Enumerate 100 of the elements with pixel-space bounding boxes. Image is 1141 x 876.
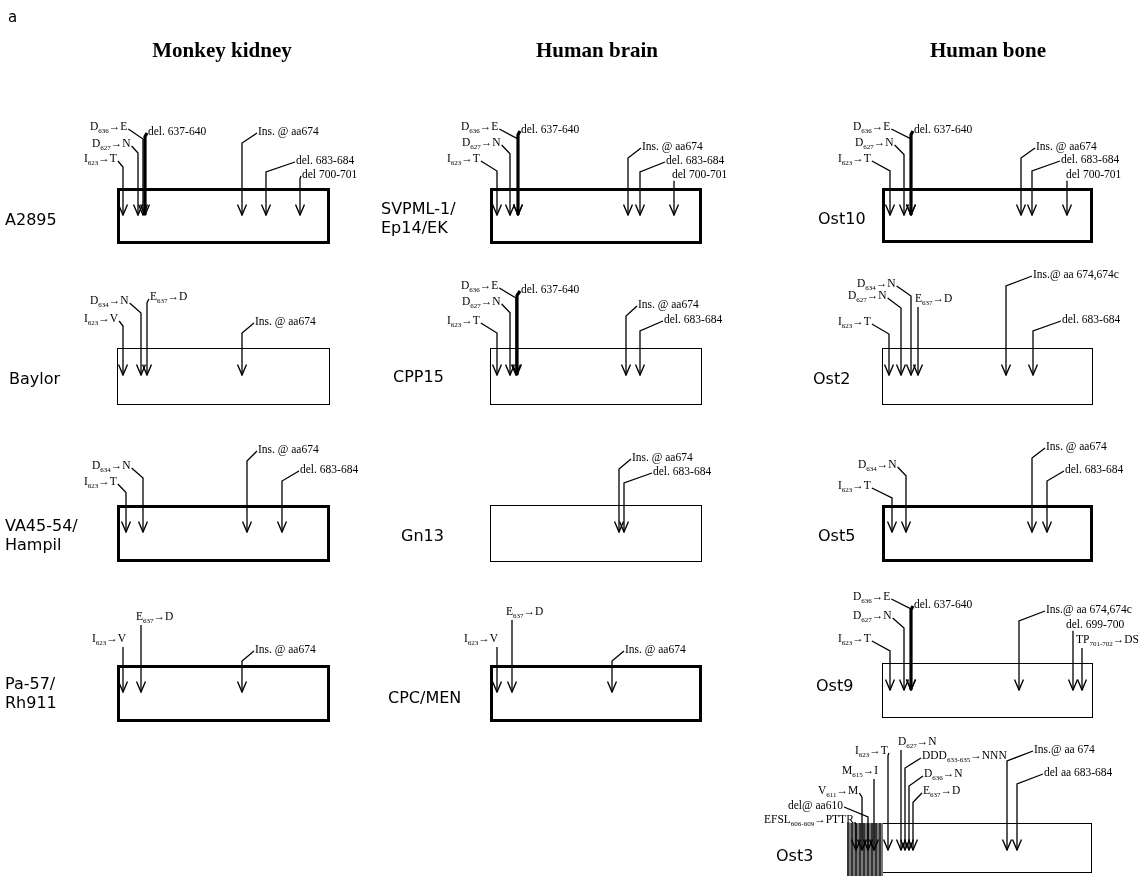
mutation-label: D$_{636}$→E <box>853 591 891 605</box>
leader-arrow <box>1000 275 1033 376</box>
mutation-label: Ins. @ aa674 <box>258 444 319 456</box>
mutation-label: I$_{623}$→T <box>838 316 871 330</box>
mutation-label: del@ aa610 <box>788 800 843 812</box>
column-heading: Monkey kidney <box>152 38 292 63</box>
mutation-label: del. 683-684 <box>1065 464 1124 476</box>
leader-arrow <box>1026 447 1046 533</box>
sample-name: CPC/MEN <box>388 688 462 708</box>
leader-arrow <box>260 161 296 216</box>
mutation-label: D$_{627}$→N <box>462 296 501 310</box>
mutation-label: Ins. @ aa674 <box>632 452 693 464</box>
leader-arrow <box>1001 750 1034 851</box>
mutation-label: Ins.@ aa 674,674c <box>1046 604 1132 616</box>
mutation-label: D$_{634}$→N <box>92 460 131 474</box>
mutation-label: del. 637-640 <box>914 124 973 136</box>
mutation-label: TP$_{701-702}$→DS <box>1076 634 1139 648</box>
leader-arrow <box>887 297 907 376</box>
mutation-label: D$_{627}$→N <box>848 290 887 304</box>
mutation-label: I$_{623}$→V <box>92 633 127 647</box>
mutation-label: DDD$_{633-635}$→NNN <box>922 750 1007 764</box>
leader-arrow <box>131 145 144 216</box>
leader-arrow <box>868 778 880 851</box>
mutation-label: del. 683-684 <box>1062 314 1121 326</box>
leader-arrow <box>480 160 503 216</box>
leader-arrow <box>895 749 907 851</box>
mutation-label: Ins. @ aa674 <box>258 126 319 138</box>
leader-arrow <box>620 305 638 376</box>
leader-arrow <box>1067 630 1079 691</box>
leader-arrow <box>622 147 642 216</box>
leader-arrow <box>480 322 503 376</box>
leader-arrow <box>1011 773 1044 851</box>
leader-arrow <box>668 180 680 216</box>
column-heading: Human brain <box>536 38 658 63</box>
leader-arrow <box>903 775 924 851</box>
leader-arrow <box>131 467 149 533</box>
leader-arrow <box>618 472 653 533</box>
mutation-label: del aa 683-684 <box>1044 767 1113 779</box>
leader-arrow <box>606 650 625 693</box>
mutation-label: D$_{627}$→N <box>92 138 131 152</box>
leader-arrow <box>139 132 151 216</box>
leader-arrow <box>236 650 255 693</box>
sample-name: A2895 <box>5 210 57 230</box>
leader-arrow <box>129 302 147 376</box>
mutation-label: Ins. @ aa674 <box>625 644 686 656</box>
mutation-label: I$_{623}$→V <box>84 313 119 327</box>
leader-arrow <box>511 290 523 376</box>
mutation-label: Ins. @ aa674 <box>642 141 703 153</box>
mutation-label: I$_{623}$→T <box>84 476 117 490</box>
leader-arrow <box>117 160 129 216</box>
leader-arrow <box>897 466 912 533</box>
mutation-label: del 700-701 <box>1066 169 1122 181</box>
mutation-label: D$_{636}$→E <box>853 121 891 135</box>
leader-arrow <box>117 320 129 376</box>
leader-arrow <box>892 617 910 691</box>
leader-arrow <box>882 752 894 851</box>
leader-arrow <box>1076 647 1088 691</box>
mutation-label: del. 683-684 <box>300 464 359 476</box>
leader-arrow <box>127 128 149 216</box>
mutation-label: D$_{636}$→E <box>461 121 499 135</box>
leader-arrow <box>871 487 898 533</box>
mutation-label: I$_{623}$→V <box>464 633 499 647</box>
mutation-label: Ins. @ aa674 <box>255 316 316 328</box>
leader-arrow <box>501 144 516 216</box>
mutation-label: I$_{623}$→T <box>838 480 871 494</box>
leader-arrow <box>907 792 923 851</box>
mutation-label: I$_{623}$→T <box>84 153 117 167</box>
mutation-label: D$_{627}$→N <box>853 610 892 624</box>
mutation-label: D$_{636}$→N <box>924 768 963 782</box>
mutation-label: D$_{627}$→N <box>898 736 937 750</box>
leader-arrow <box>1013 610 1046 691</box>
leader-arrow <box>871 160 896 216</box>
mutation-label: del 700-701 <box>672 169 728 181</box>
leader-arrow <box>141 298 153 376</box>
leader-arrow <box>905 605 917 691</box>
leader-arrow <box>896 285 917 376</box>
mutation-label: I$_{623}$→T <box>838 633 871 647</box>
mutation-label: V$_{611}$→M <box>818 785 859 799</box>
leader-arrow <box>498 287 522 376</box>
mutation-label: del. 683-684 <box>664 314 723 326</box>
leader-arrow <box>856 792 868 851</box>
leader-arrow <box>276 470 300 533</box>
mutation-label: EFSL$_{606-609}$→PTTR <box>764 814 854 828</box>
mutation-label: Ins. @ aa674 <box>1036 141 1097 153</box>
leader-arrow <box>871 323 895 376</box>
mutation-label: D$_{627}$→N <box>462 137 501 151</box>
mutation-label: I$_{623}$→T <box>838 153 871 167</box>
leader-arrow <box>871 640 896 691</box>
sample-name: Gn13 <box>401 526 444 546</box>
leader-arrow <box>1027 320 1062 376</box>
sample-name: Ost3 <box>776 846 814 866</box>
mutation-label: D$_{634}$→N <box>857 278 896 292</box>
leader-arrow <box>294 175 306 216</box>
leader-arrow <box>1026 160 1061 216</box>
mutation-label: del. 683-684 <box>653 466 712 478</box>
sample-name: SVPML-1/ Ep14/EK <box>381 198 457 238</box>
mutation-label: Ins. @ aa674 <box>1046 441 1107 453</box>
mutation-label: Ins.@ aa 674 <box>1034 744 1095 756</box>
sample-name: Ost10 <box>818 209 866 229</box>
leader-arrow <box>613 458 632 533</box>
